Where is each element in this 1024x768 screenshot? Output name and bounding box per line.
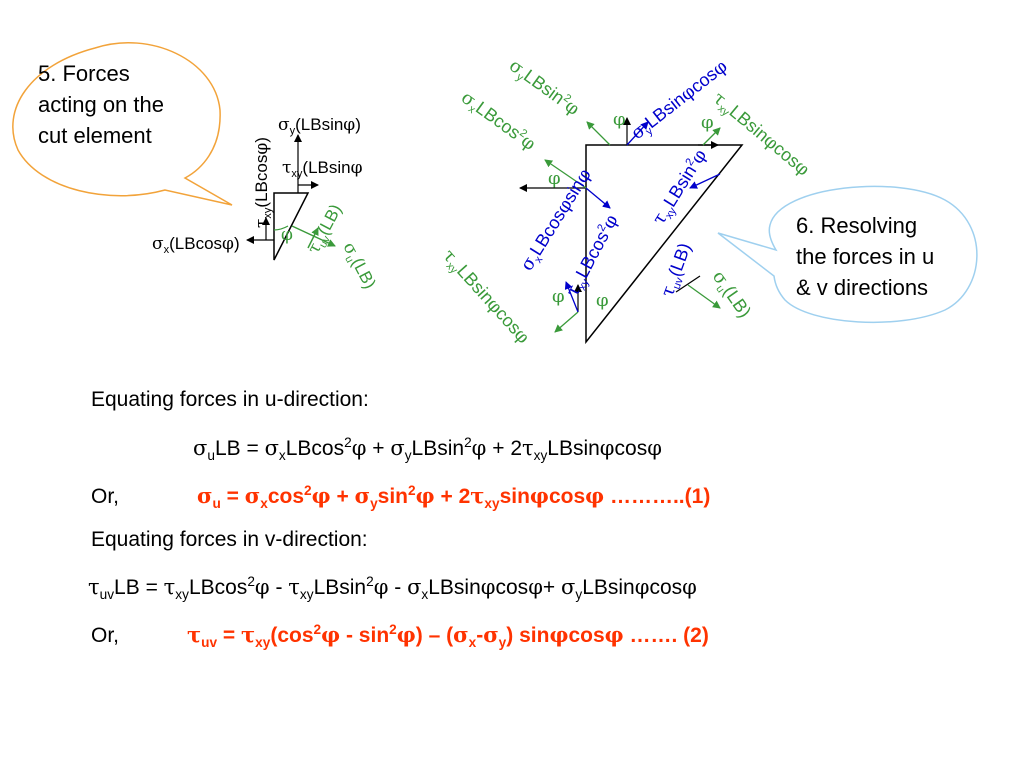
- left-vertical-txy-label: τxy(LBcosφ): [252, 137, 274, 228]
- right-tuv-label: τuv(LB): [657, 240, 698, 300]
- callout-bubble-2: [717, 185, 978, 324]
- callout-2-line-2: the forces in u: [796, 244, 935, 269]
- right-phi-left: φ: [548, 168, 561, 189]
- left-su-label: σu(LB): [337, 239, 380, 293]
- equation-line-1: Equating forces in u-direction:: [91, 388, 369, 411]
- equation-line-3: Or,σu = σxcos2φ + σysin2φ + 2τxysinφcosφ…: [91, 483, 711, 512]
- left-sx-label: σx(LBcosφ): [152, 234, 240, 256]
- callout-2-line-3: & v directions: [796, 275, 929, 300]
- equation-line-6: Or,τuv = τxy(cos2φ - sin2φ) – (σx-σy) si…: [91, 622, 709, 651]
- right-su-label: σu(LB): [706, 267, 755, 323]
- right-triangle: [585, 144, 744, 345]
- right-sx-cos2-label: σxLBcos2φ: [456, 87, 540, 156]
- right-phi-bottom-left: φ: [552, 286, 565, 307]
- equation-line-2: σuLB = σxLBcos2φ + σyLBsin2φ + 2τxyLBsin…: [193, 435, 662, 464]
- left-phi-label: φ: [281, 225, 293, 245]
- left-sy-label: σy(LBsinφ): [278, 115, 361, 137]
- callout-1-line-3: cut element: [38, 123, 152, 148]
- right-element: [519, 117, 744, 345]
- callout-bubble-1: [12, 42, 233, 206]
- callout-1-line-1: 5. Forces: [38, 61, 130, 86]
- callout-1-text: 5. Forces acting on the cut element: [38, 58, 164, 151]
- right-phi-top-right: φ: [701, 112, 714, 133]
- equation-line-5: τuvLB = τxyLBcos2φ - τxyLBsin2φ - σxLBsi…: [88, 574, 697, 603]
- right-phi-bottom: φ: [596, 290, 609, 311]
- callout-1-line-2: acting on the: [38, 92, 164, 117]
- equation-line-4: Equating forces in v-direction:: [91, 528, 368, 551]
- right-sy-sin2-label: σyLBsin2φ: [504, 55, 584, 122]
- callout-2-line-1: 6. Resolving: [796, 213, 918, 238]
- left-txy-label: τxy(LBsinφ: [282, 158, 363, 180]
- callout-2-text: 6. Resolving the forces in u & v directi…: [796, 210, 934, 303]
- left-triangle: [273, 192, 310, 261]
- left-element: [246, 134, 336, 261]
- right-phi-top: φ: [613, 109, 626, 130]
